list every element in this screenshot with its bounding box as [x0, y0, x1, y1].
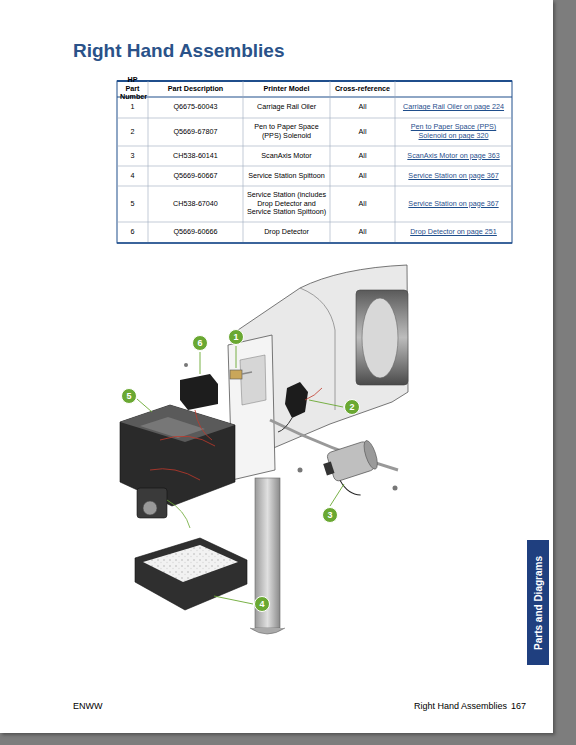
table-cell: Service Station (includes Drop Detector …: [243, 191, 330, 217]
table-cell: 2: [117, 128, 148, 137]
carriage-rail-oiler: [230, 370, 252, 379]
callout-number: 3: [322, 507, 338, 523]
callout-number: 5: [121, 388, 137, 404]
table-cell: Drop Detector on page 251: [395, 228, 512, 237]
table-cell: ScanAxis Motor on page 363: [395, 152, 512, 161]
table-cell: Drop Detector: [243, 228, 330, 237]
table-cell: ScanAxis Motor: [243, 152, 330, 161]
table-cell: Service Station Spittoon: [243, 172, 330, 181]
callout-number: 4: [254, 596, 270, 612]
table-cell: CH538-60141: [148, 152, 243, 161]
table-cell: All: [330, 152, 395, 161]
table-cell: 4: [117, 172, 148, 181]
table-cell: Service Station on page 367: [395, 172, 512, 181]
leader-lines: [137, 346, 344, 604]
table-cell: 5: [117, 200, 148, 209]
tab-label: Parts and Diagrams: [533, 556, 544, 650]
table-cell: Q5669-67807: [148, 128, 243, 137]
table-cell: Pen to Paper Space (PPS) Solenoid: [243, 123, 330, 140]
table-cell: All: [330, 128, 395, 137]
table-header: Part Description: [148, 85, 243, 94]
footer-text: ENWW: [73, 701, 103, 711]
table-header: Cross-reference: [330, 85, 395, 94]
table-cell: Q5669-60667: [148, 172, 243, 181]
table-rules: [117, 81, 512, 243]
scan-axis-motor: [320, 439, 386, 503]
table-cell: All: [330, 228, 395, 237]
table-cell: All: [330, 172, 395, 181]
table-cell: CH538-67040: [148, 200, 243, 209]
table-cell: Q5669-60666: [148, 228, 243, 237]
service-station: [120, 405, 235, 528]
table-cell: 3: [117, 152, 148, 161]
table-cell: Pen to Paper Space (PPS) Solenoid on pag…: [395, 123, 512, 140]
section-tab: Parts and Diagrams: [527, 540, 549, 665]
table-cell: Q6675-60043: [148, 103, 243, 112]
table-header: HP Part Number: [117, 76, 148, 102]
table-cell: Carriage Rail Oiler on page 224: [395, 103, 512, 112]
pps-solenoid: [278, 382, 322, 432]
table-cell: 6: [117, 228, 148, 237]
callout-number: 6: [192, 335, 208, 351]
table-cell: Carriage Rail Oiler: [243, 103, 330, 112]
table-cell: Service Station on page 367: [395, 200, 512, 209]
callout-number: 2: [344, 399, 360, 415]
footer-text: 167: [511, 701, 526, 711]
table-cell: 1: [117, 103, 148, 112]
table-cell: All: [330, 200, 395, 209]
table-cell: All: [330, 103, 395, 112]
table-header: Printer Model: [243, 85, 330, 94]
callout-number: 1: [228, 329, 244, 345]
drop-detector: [180, 374, 218, 440]
page-title: Right Hand Assemblies: [73, 40, 285, 62]
footer-text: Right Hand Assemblies: [414, 701, 507, 711]
